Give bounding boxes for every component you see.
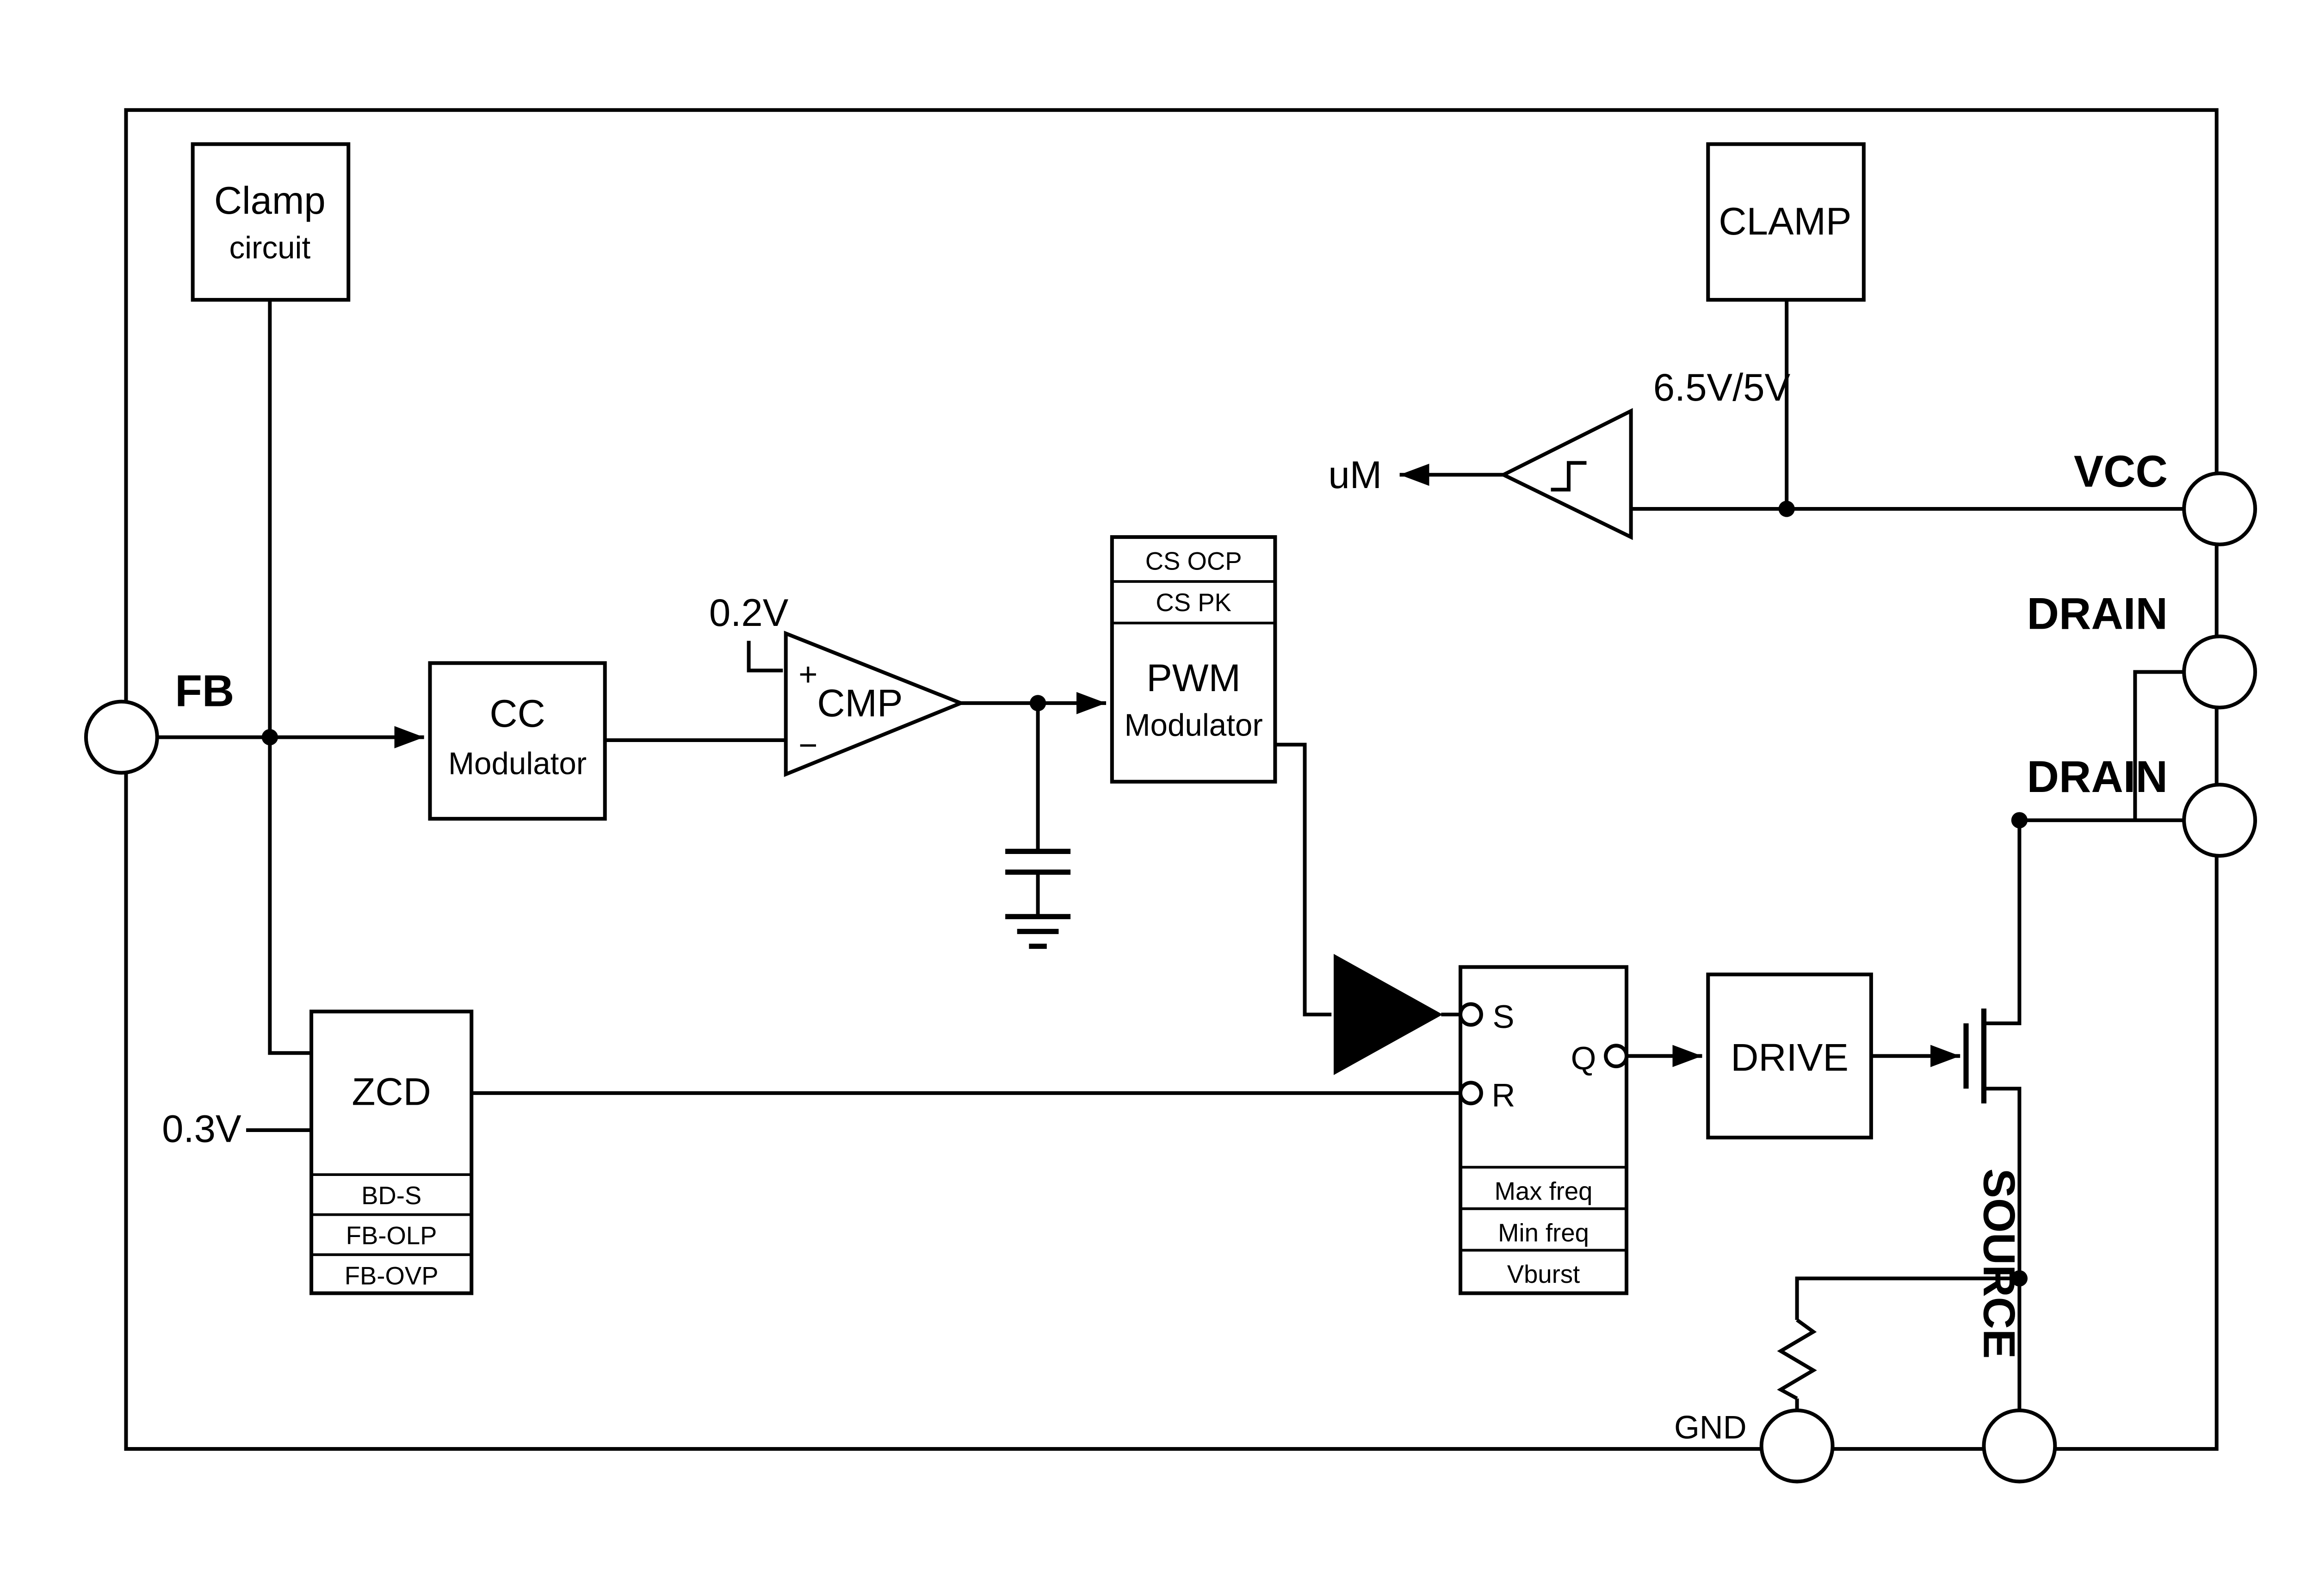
cs-row2-label: CS PK [1156,588,1231,617]
uvlo-threshold-label: 6.5V/5V [1653,366,1791,409]
cs-pwm-block [1110,535,1277,784]
clamp-right-label: CLAMP [1719,200,1851,243]
vref-cmp-label: 0.2V [709,591,789,634]
cs-main-label-2: Modulator [1124,708,1262,742]
latch-output-bubble-q [1604,1044,1629,1069]
gnd-pin [1759,1408,1835,1484]
cmp-out-junction-dot [1029,695,1046,711]
zcd-block [309,1009,474,1295]
sense-branch-wire [1795,1276,2020,1320]
fb-zcd-drop-wire [268,737,312,1055]
vcc-pin-label: VCC [2074,447,2168,496]
zcd-label: ZCD [352,1070,431,1113]
drain-junction-dot [2011,812,2028,829]
drain-bus-riser-wire [2133,670,2184,821]
latch-block [1459,965,1629,1295]
cmp-plus-sign: + [798,656,817,692]
drain-bottom-pin-label: DRAIN [2027,752,2167,802]
source-pin [1982,1408,2057,1484]
clamp-left-label-1: Clamp [214,179,326,222]
clamp-left-block [191,142,351,302]
hysteresis-icon [1551,461,1587,492]
source-junction-dot [2011,1270,2028,1287]
latch-r-label: R [1492,1077,1515,1113]
cmp-minus-sign: − [798,727,817,763]
cs-main-label-1: PWM [1146,656,1241,699]
drive-label: DRIVE [1731,1036,1849,1079]
sense-resistor [1777,1318,1817,1400]
latch-q-label: Q [1571,1040,1596,1076]
drain-bottom-pin [2182,783,2257,858]
zcd-row2-label: FB-OLP [346,1222,437,1250]
cc-modulator-label-1: CC [489,692,545,735]
latch-row3-label: Vburst [1507,1260,1580,1288]
fb-junction-dot [261,729,278,746]
cs-row1-label: CS OCP [1145,547,1242,575]
vref-zcd-label: 0.3V [162,1107,241,1151]
cs-out-wire [1275,742,1332,1016]
latch-input-bubble-s [1459,1002,1483,1027]
clamp-right-block [1706,142,1866,302]
buffer-triangle [1334,954,1443,1075]
cmp-comparator [784,631,966,777]
zcd-row1-label: BD-S [361,1182,421,1210]
latch-row2-label: Min freq [1498,1219,1589,1247]
fb-pin [84,699,159,775]
mosfet-source-wire [1984,1087,2022,1410]
drive-block [1706,972,1873,1139]
latch-input-bubble-r [1459,1081,1483,1106]
clamp-left-label-2: circuit [229,230,310,265]
vref-cmp-stub-wire [747,641,783,673]
drain-top-pin [2182,634,2257,710]
source-pin-label: SOURCE [1974,1169,2023,1359]
zcd-row3-label: FB-OVP [345,1262,439,1290]
uvlo-out-label: uM [1328,453,1382,496]
cc-modulator-label-2: Modulator [448,747,587,781]
latch-s-label: S [1492,998,1514,1035]
fb-pin-label: FB [175,666,234,716]
mosfet-drain-wire [1984,820,2022,1026]
cc-modulator-block [428,661,607,821]
drain-top-pin-label: DRAIN [2027,589,2167,639]
gnd-pin-label: GND [1674,1409,1747,1446]
vcc-pin [2182,471,2257,546]
latch-row1-label: Max freq [1495,1177,1593,1206]
cmp-label: CMP [817,682,903,725]
vcc-junction-dot [1778,501,1795,517]
